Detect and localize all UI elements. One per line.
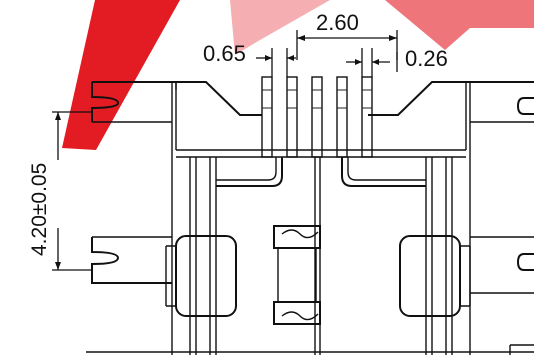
watermark-stroke [62, 0, 534, 150]
dimension-pin-span: 2.60 [296, 10, 398, 60]
dim-height-label: 4.20±0.05 [28, 163, 51, 256]
dim-pin-span-label: 2.60 [316, 10, 359, 35]
dimension-pin-width: 0.26 [346, 46, 448, 77]
dimension-height: 4.20±0.05 [28, 111, 92, 271]
connector-body [86, 81, 534, 355]
pins [261, 76, 373, 158]
pin-2 [286, 76, 298, 158]
pin-3 [311, 76, 323, 158]
pin-4 [336, 76, 348, 158]
pin-5 [361, 76, 373, 158]
dim-pin-pitch-label: 0.65 [203, 41, 246, 66]
dimension-pin-pitch: 0.65 [203, 41, 296, 77]
dim-pin-width-label: 0.26 [405, 46, 448, 71]
pin-1 [261, 76, 273, 158]
